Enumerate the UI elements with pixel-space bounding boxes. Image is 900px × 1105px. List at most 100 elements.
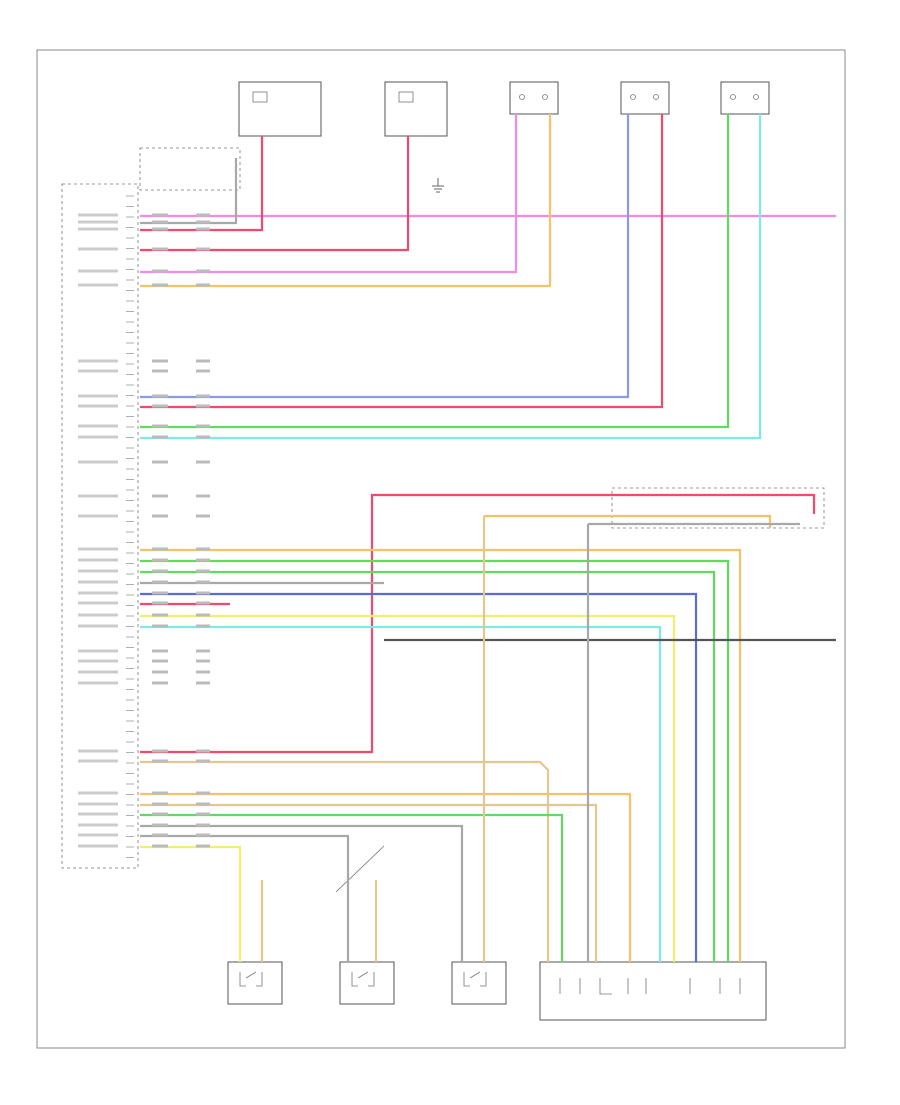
wire-yellow-1: [140, 614, 676, 962]
wire-label-stub: [152, 369, 168, 373]
pin-label-stub: [78, 659, 118, 663]
wire-label-stub: [152, 404, 168, 408]
pin-label-stub: [78, 591, 118, 595]
wire-blue-1: [140, 114, 630, 399]
wire-label-stub: [152, 394, 168, 398]
wire-label-stub: [152, 601, 168, 605]
connector-c1: [139, 147, 241, 191]
wire-label-stub: [152, 649, 168, 653]
wire-label-stub: [196, 759, 210, 763]
wire-label-stub: [152, 558, 168, 562]
wire-pink-2: [140, 114, 518, 274]
wire-label-stub: [196, 369, 210, 373]
pin-label-stub: [78, 247, 118, 251]
component-fuse-block-2: [384, 81, 448, 137]
wire-label-stub: [152, 749, 168, 753]
component-sensor-3: [451, 961, 507, 1005]
wire-label-stub: [196, 269, 210, 273]
component-sensor-1: [227, 961, 283, 1005]
pin-label-stub: [78, 802, 118, 806]
wire-label-stub: [196, 283, 210, 287]
wire-label-stub: [196, 247, 210, 251]
pin-label-stub: [78, 558, 118, 562]
wire-yellow-2: [140, 845, 242, 962]
pin-label-stub: [78, 460, 118, 464]
wire-label-stub: [196, 580, 210, 584]
wire-red-4: [140, 493, 816, 754]
pin-label-stub: [78, 547, 118, 551]
wire-label-stub: [196, 404, 210, 408]
wire-gray-3: [140, 824, 464, 962]
wire-label-stub: [152, 791, 168, 795]
pin-label-stub: [78, 369, 118, 373]
wire-label-stub: [196, 394, 210, 398]
wire-label-stub: [196, 359, 210, 363]
wire-label-stub: [196, 213, 210, 217]
wire-label-stub: [152, 812, 168, 816]
wire-label-stub: [196, 601, 210, 605]
wire-orange-5: [484, 514, 772, 528]
pin-label-stub: [78, 404, 118, 408]
pin-label-stub: [78, 514, 118, 518]
module-pins: [126, 195, 134, 858]
wire-label-stub: [152, 269, 168, 273]
pin-label-stub: [78, 844, 118, 848]
pin-label-stub: [78, 213, 118, 217]
wire-red-3: [140, 114, 664, 409]
wire-label-stub: [152, 591, 168, 595]
wire-label-stub: [152, 681, 168, 685]
wire-label-stub: [152, 624, 168, 628]
wire-label-stub: [196, 227, 210, 231]
wire-label-stub: [152, 283, 168, 287]
pin-label-stub: [78, 269, 118, 273]
pin-label-stub: [78, 424, 118, 428]
wire-green-4: [140, 813, 564, 962]
wire-cyan-2: [140, 625, 662, 962]
wire-red-2: [140, 136, 410, 252]
wire-orange-1: [140, 114, 552, 288]
pin-label-stub: [78, 613, 118, 617]
pin-label-stub: [78, 749, 118, 753]
wire-label-stub: [152, 802, 168, 806]
pin-label-stub: [78, 823, 118, 827]
wire-label-stub: [196, 812, 210, 816]
wire-label-stub: [196, 833, 210, 837]
wire-tan-2: [140, 803, 598, 962]
wire-label-stub: [196, 624, 210, 628]
wire-label-stub: [152, 844, 168, 848]
pin-label-stub: [78, 681, 118, 685]
wire-label-stub: [196, 569, 210, 573]
wire-label-stub: [152, 759, 168, 763]
wire-orange-2: [140, 548, 742, 962]
pin-label-stub: [78, 759, 118, 763]
wire-label-stub: [152, 580, 168, 584]
wire-green-1: [140, 114, 730, 429]
pin-label-stub: [78, 359, 118, 363]
wire-label-stub: [196, 435, 210, 439]
wire-label-stub: [152, 220, 168, 224]
wire-label-stub: [152, 435, 168, 439]
wire-label-stub: [196, 558, 210, 562]
pin-label-stub: [78, 624, 118, 628]
wire-label-stub: [196, 649, 210, 653]
wire-label-stub: [196, 613, 210, 617]
pin-label-stub: [78, 670, 118, 674]
wire-label-stub: [152, 460, 168, 464]
component-sensor-2: [339, 961, 395, 1005]
wire-label-stub: [196, 802, 210, 806]
wire-label-stub: [152, 547, 168, 551]
wire-green-2: [140, 559, 730, 962]
wire-cyan-1: [140, 114, 762, 440]
pin-label-stub: [78, 791, 118, 795]
wire-label-stub: [196, 220, 210, 224]
pin-label-stub: [78, 601, 118, 605]
pin-label-stub: [78, 580, 118, 584]
wire-label-stub: [152, 823, 168, 827]
wire-label-stub: [196, 494, 210, 498]
component-switch-1: [509, 81, 559, 115]
pin-label-stub: [78, 494, 118, 498]
wire-label-stub: [196, 547, 210, 551]
wire-label-stub: [152, 833, 168, 837]
wire-label-stub: [196, 844, 210, 848]
